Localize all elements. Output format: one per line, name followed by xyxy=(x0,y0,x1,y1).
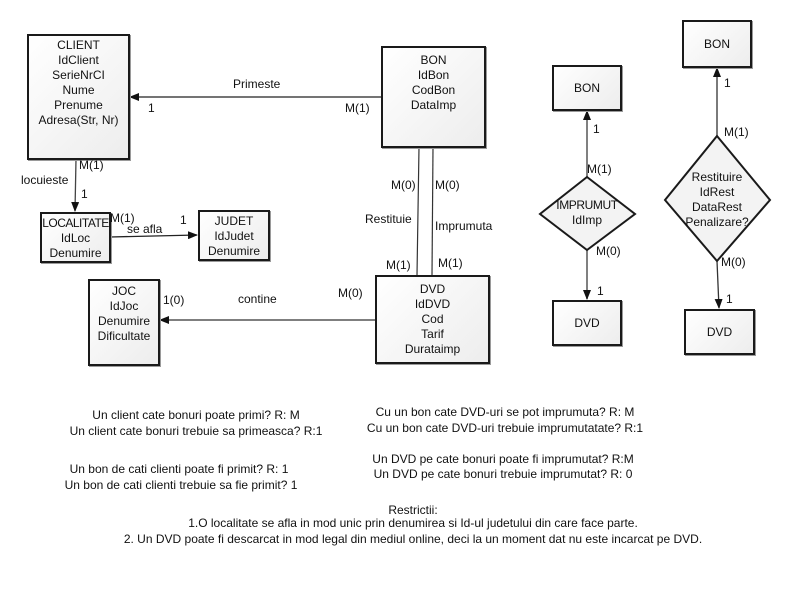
contine-card-joc: 1(0) xyxy=(163,293,185,307)
entity-attribute: Denumire xyxy=(49,246,102,260)
restituire-assoc-card-bottom: M(0) xyxy=(721,255,746,269)
restituire-dvd-card: 1 xyxy=(726,292,733,306)
question-text: Un DVD pe cate bonuri trebuie imprumutat… xyxy=(373,467,633,481)
entity-attribute: IdDVD xyxy=(414,297,451,311)
imprumut-diamond-text: IMPRUMUT IdImp xyxy=(556,198,618,228)
restriction-item: 2. Un DVD poate fi descarcat in mod lega… xyxy=(123,532,703,546)
question-text: Cu un bon cate DVD-uri trebuie imprumuta… xyxy=(366,421,644,435)
entity-title: BON xyxy=(420,53,447,67)
restituie-card-dvd: M(1) xyxy=(386,258,411,272)
entity-title: BON xyxy=(573,80,600,95)
entity-attribute: DataImp xyxy=(410,98,457,112)
entity-bon-imprumut[interactable]: BON xyxy=(552,65,622,111)
association-title: IMPRUMUT xyxy=(556,198,618,212)
question-text: Un bon de cati clienti poate fi primit? … xyxy=(69,462,289,476)
entity-attribute: Denumire xyxy=(207,244,261,258)
imprumuta-card-bon: M(0) xyxy=(435,178,460,192)
entity-attribute: Cod xyxy=(421,312,444,326)
entity-bon-restituire[interactable]: BON xyxy=(682,20,752,68)
entity-title: JOC xyxy=(112,284,136,298)
restituie-card-bon: M(0) xyxy=(391,178,416,192)
entity-judet[interactable]: JUDET IdJudet Denumire xyxy=(198,210,270,261)
entity-title: DVD xyxy=(419,282,446,296)
restituire-dvd-connector xyxy=(714,260,723,309)
entity-localitate[interactable]: LOCALITATE IdLoc Denumire xyxy=(40,212,111,263)
entity-attribute: IdClient xyxy=(58,53,99,67)
question-text: Cu un bon cate DVD-uri se pot imprumuta?… xyxy=(375,405,635,419)
entity-client[interactable]: CLIENT IdClient SerieNrCI Nume Prenume A… xyxy=(27,34,130,160)
entity-attribute: Nume xyxy=(62,83,95,97)
restrictions-title: Restrictii: xyxy=(388,503,438,517)
entity-attribute: Prenume xyxy=(54,98,103,112)
entity-title: CLIENT xyxy=(57,38,100,52)
imprumuta-connector xyxy=(431,146,434,276)
entity-attribute: Adresa(Str, Nr) xyxy=(38,113,119,127)
entity-dvd[interactable]: DVD IdDVD Cod Tarif Durataimp xyxy=(375,275,490,364)
contine-card-dvd: M(0) xyxy=(338,286,363,300)
association-attribute: Penalizare? xyxy=(685,215,749,229)
entity-attribute: IdLoc xyxy=(60,231,91,245)
question-text: Un client cate bonuri trebuie sa primeas… xyxy=(69,424,323,438)
question-text: Un DVD pe cate bonuri poate fi imprumuta… xyxy=(372,452,634,466)
entity-attribute: IdJoc xyxy=(109,299,139,313)
se-afla-card-localitate: M(1) xyxy=(110,211,135,225)
entity-title: DVD xyxy=(574,315,600,330)
entity-attribute: IdJudet xyxy=(214,229,254,243)
entity-dvd-imprumut[interactable]: DVD xyxy=(552,300,622,346)
entity-attribute: Durataimp xyxy=(404,342,461,356)
entity-title: DVD xyxy=(706,324,733,339)
question-text: Un bon de cati clienti trebuie sa fie pr… xyxy=(64,478,298,492)
entity-title: JUDET xyxy=(214,214,254,228)
entity-title: LOCALITATE xyxy=(42,216,109,230)
imprumut-assoc-card-top: M(1) xyxy=(587,162,612,176)
entity-dvd-restituire[interactable]: DVD xyxy=(684,309,755,355)
association-attribute: IdRest xyxy=(699,185,735,199)
contine-label: contine xyxy=(238,292,277,306)
imprumuta-label: Imprumuta xyxy=(435,219,493,233)
primeste-card-client: 1 xyxy=(148,101,155,115)
se-afla-card-judet: 1 xyxy=(180,213,187,227)
primeste-card-bon: M(1) xyxy=(345,101,370,115)
entity-attribute: Tarif xyxy=(421,327,444,341)
imprumut-assoc-card-bottom: M(0) xyxy=(596,244,621,258)
locuieste-label: locuieste xyxy=(21,173,69,187)
imprumut-diamond[interactable] xyxy=(538,175,637,252)
restituire-assoc-card-top: M(1) xyxy=(724,125,749,139)
entity-attribute: SerieNrCI xyxy=(52,68,105,82)
imprumut-bon-card: 1 xyxy=(593,122,600,136)
restituie-connector xyxy=(416,146,420,276)
locuieste-card-client: M(1) xyxy=(79,158,104,172)
entity-joc[interactable]: JOC IdJoc Denumire Dificultate xyxy=(88,279,160,366)
entity-bon[interactable]: BON IdBon CodBon DataImp xyxy=(381,46,486,148)
association-attribute: IdImp xyxy=(571,213,602,227)
locuieste-card-localitate: 1 xyxy=(81,187,88,201)
restituire-diamond[interactable] xyxy=(663,134,772,263)
entity-attribute: Denumire xyxy=(97,314,151,328)
restituie-label: Restituie xyxy=(365,212,412,226)
se-afla-connector xyxy=(109,231,198,240)
entity-attribute: CodBon xyxy=(411,83,456,97)
association-title: Restituire xyxy=(691,170,743,184)
imprumut-dvd-card: 1 xyxy=(597,284,604,298)
entity-title: BON xyxy=(703,36,730,51)
restituire-diamond-text: Restituire IdRest DataRest Penalizare? xyxy=(685,170,748,230)
imprumuta-card-dvd: M(1) xyxy=(438,256,463,270)
locuieste-connector xyxy=(71,158,80,212)
restituire-bon-card: 1 xyxy=(724,76,731,90)
question-text: Un client cate bonuri poate primi? R: M xyxy=(92,408,300,422)
entity-attribute: Dificultate xyxy=(97,329,151,343)
restriction-item: 1.O localitate se afla in mod unic prin … xyxy=(188,516,638,530)
entity-attribute: IdBon xyxy=(417,68,450,82)
association-attribute: DataRest xyxy=(691,200,743,214)
primeste-label: Primeste xyxy=(233,77,281,91)
se-afla-label: se afla xyxy=(127,222,163,236)
